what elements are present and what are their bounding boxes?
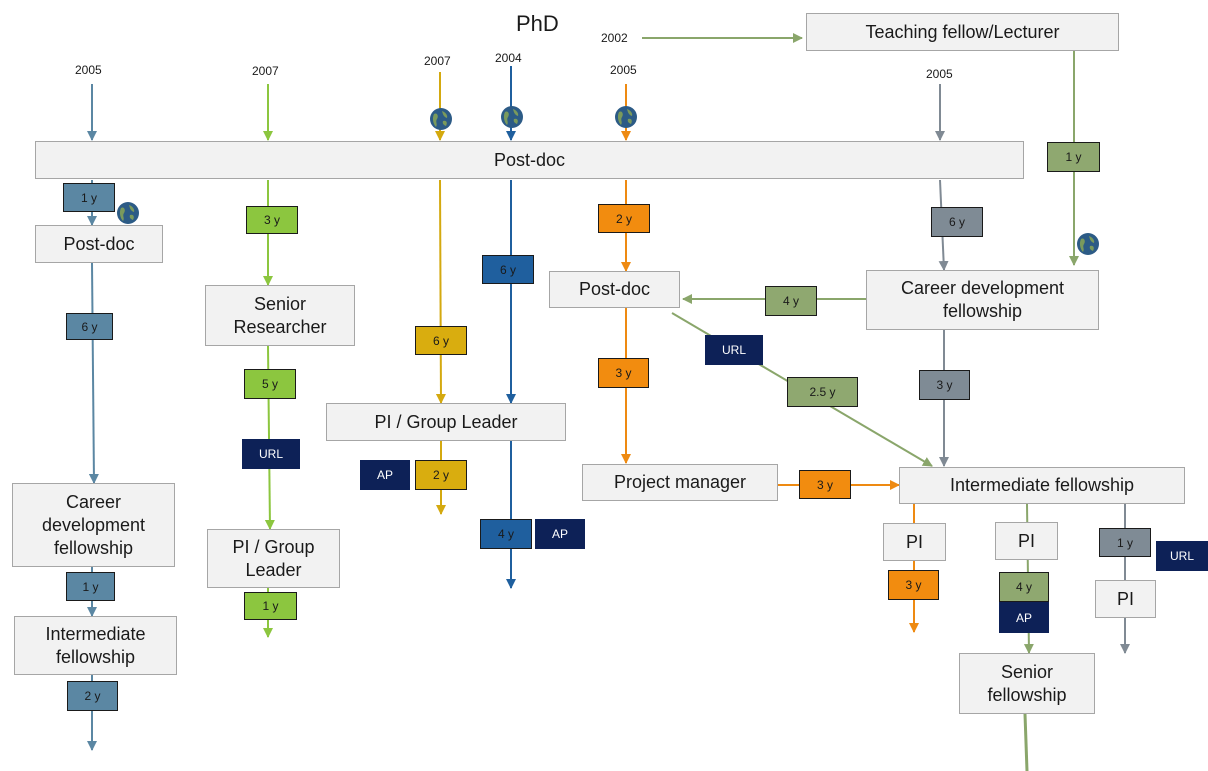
duration-badge: 5 y bbox=[244, 369, 296, 399]
node-label: Post-doc bbox=[63, 233, 135, 254]
duration-badge: 6 y bbox=[931, 207, 983, 237]
node-intermediate-left: Intermediate fellowship bbox=[14, 616, 177, 675]
node-pi-a: PI bbox=[883, 523, 946, 561]
node-label: Intermediate fellowship bbox=[45, 623, 146, 667]
path-olive-6 bbox=[1023, 713, 1029, 771]
duration-badge: 4 y bbox=[999, 572, 1049, 602]
duration-badge: 2.5 y bbox=[787, 377, 858, 407]
node-pi-group-leader-mid: PI / Group Leader bbox=[326, 403, 566, 441]
duration-badge: 3 y bbox=[888, 570, 939, 600]
year-label-blue: 2004 bbox=[495, 51, 522, 65]
year-label-gold: 2007 bbox=[424, 54, 451, 68]
duration-badge: 2 y bbox=[415, 460, 467, 490]
globe-icon bbox=[615, 106, 637, 128]
ap-tag: AP bbox=[999, 602, 1049, 633]
node-label: PI bbox=[905, 531, 923, 552]
node-label: Post-doc bbox=[493, 149, 566, 170]
year-label-olive: 2002 bbox=[601, 31, 628, 45]
node-post-doc-main: Post-doc bbox=[35, 141, 1024, 179]
node-label: Post-doc bbox=[578, 279, 651, 299]
duration-badge: 1 y bbox=[1099, 528, 1151, 557]
node-label: Senior fellowship bbox=[987, 661, 1067, 705]
duration-badge: 3 y bbox=[598, 358, 649, 388]
node-intermediate-right: Intermediate fellowship bbox=[899, 467, 1185, 504]
node-post-doc-left: Post-doc bbox=[35, 225, 163, 263]
year-label-orange: 2005 bbox=[610, 63, 637, 77]
node-label: Career development fellowship bbox=[900, 278, 1065, 321]
path-steel-3 bbox=[88, 262, 99, 484]
node-post-doc-right: Post-doc bbox=[549, 271, 680, 308]
node-senior-researcher: Senior Researcher bbox=[205, 285, 355, 346]
year-label-steel: 2005 bbox=[75, 63, 102, 77]
node-teaching-fellow-lecturer: Teaching fellow/Lecturer bbox=[806, 13, 1119, 51]
duration-badge: 1 y bbox=[244, 592, 297, 620]
node-label: PI / Group Leader bbox=[374, 411, 518, 432]
duration-badge: 3 y bbox=[246, 206, 298, 234]
diagram-title: PhD bbox=[516, 11, 559, 36]
node-pi-b: PI bbox=[995, 522, 1058, 560]
duration-badge: 2 y bbox=[67, 681, 118, 711]
duration-badge: 1 y bbox=[1047, 142, 1100, 172]
duration-badge: 3 y bbox=[799, 470, 851, 499]
year-label-grey: 2005 bbox=[926, 67, 953, 81]
globe-icon bbox=[117, 202, 139, 224]
duration-badge: 6 y bbox=[482, 255, 534, 284]
duration-badge: 2 y bbox=[598, 204, 650, 233]
path-gold-2 bbox=[435, 179, 446, 404]
node-label: Teaching fellow/Lecturer bbox=[865, 21, 1060, 42]
node-label: PI bbox=[1116, 588, 1134, 609]
duration-badge: 4 y bbox=[480, 519, 532, 549]
node-pi-c: PI bbox=[1095, 580, 1156, 618]
node-project-manager: Project manager bbox=[582, 464, 778, 501]
globe-icon bbox=[1077, 233, 1099, 255]
duration-badge: 1 y bbox=[66, 572, 115, 601]
node-label: PI bbox=[1017, 530, 1035, 551]
duration-badge: 6 y bbox=[66, 313, 113, 340]
ap-tag: AP bbox=[535, 519, 585, 549]
url-tag: URL bbox=[242, 439, 300, 469]
node-pi-group-leader-left: PI / Group Leader bbox=[207, 529, 340, 588]
node-label: Career development fellowship bbox=[41, 491, 146, 558]
url-tag: URL bbox=[1156, 541, 1208, 571]
duration-badge: 1 y bbox=[63, 183, 115, 212]
node-career-development-left: Career development fellowship bbox=[12, 483, 175, 567]
duration-badge: 3 y bbox=[919, 370, 970, 400]
year-label-lime: 2007 bbox=[252, 64, 279, 78]
url-tag: URL bbox=[705, 335, 763, 365]
ap-tag: AP bbox=[360, 460, 410, 490]
node-label: Project manager bbox=[613, 472, 747, 492]
node-label: Intermediate fellowship bbox=[949, 475, 1135, 495]
node-label: Senior Researcher bbox=[233, 293, 327, 337]
node-senior-fellowship: Senior fellowship bbox=[959, 653, 1095, 714]
globe-icon bbox=[430, 108, 452, 130]
duration-badge: 6 y bbox=[415, 326, 467, 355]
node-label: PI / Group Leader bbox=[232, 536, 315, 580]
duration-badge: 4 y bbox=[765, 286, 817, 316]
globe-icon bbox=[501, 106, 523, 128]
node-career-development-right: Career development fellowship bbox=[866, 270, 1099, 330]
